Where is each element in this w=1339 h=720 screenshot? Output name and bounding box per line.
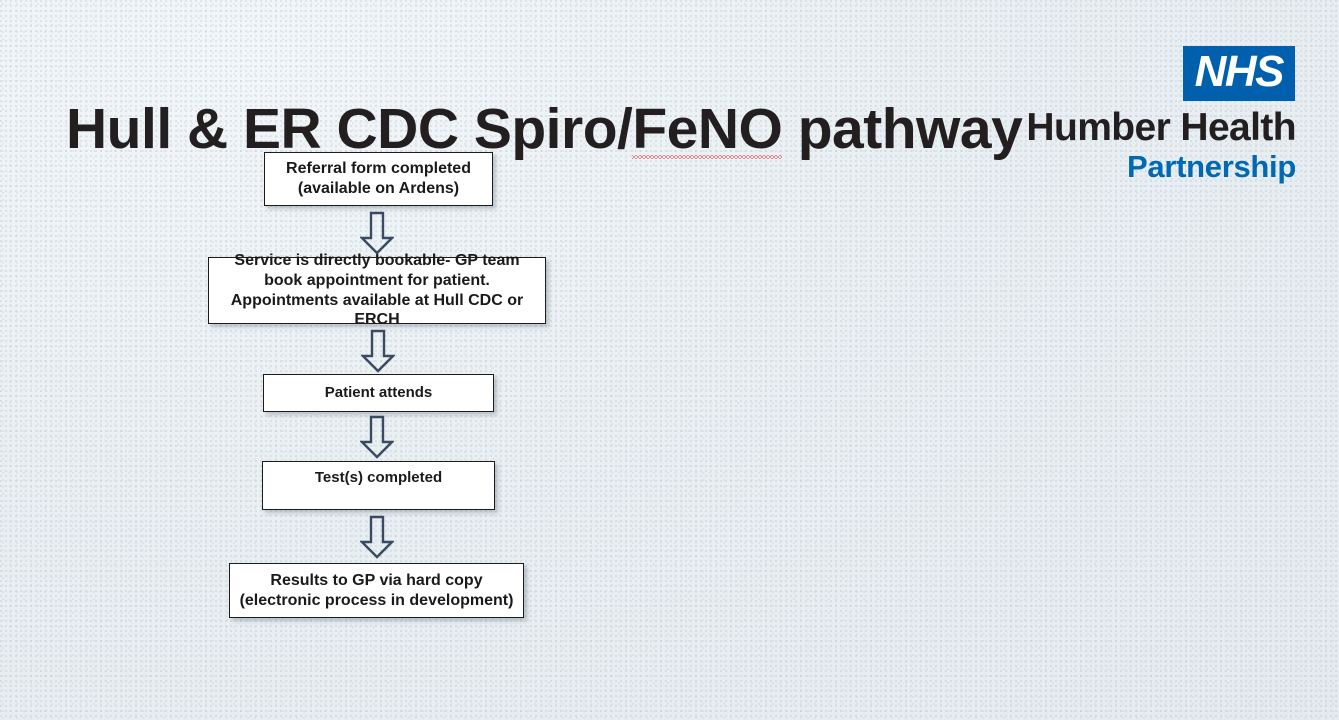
page-title: Hull & ER CDC Spiro/FeNO pathway (66, 97, 1023, 162)
page-title-prefix: Hull & ER CDC Spiro/ (66, 97, 633, 162)
flow-step-patient-attends: Patient attends (263, 374, 494, 412)
down-block-arrow-icon (361, 329, 395, 373)
down-block-arrow-icon (360, 515, 394, 559)
flow-step-referral-form: Referral form completed (available on Ar… (264, 152, 493, 206)
nhs-humber-health-partnership-logo: NHS Humber Health Partnership (1006, 46, 1297, 184)
nhs-logo-box: NHS (1182, 46, 1295, 101)
logo-partnership-label: Partnership (1127, 148, 1296, 184)
down-block-arrow-icon (360, 415, 394, 459)
flow-step-label: Service is directly bookable- GP team bo… (230, 252, 524, 329)
page-title-misspelled-word: FeNO (632, 97, 783, 162)
flow-step-label: Referral form completed (available on Ar… (286, 160, 471, 197)
flow-step-label: Results to GP via hard copy (electronic … (239, 571, 514, 609)
flow-step-label: Test(s) completed (314, 469, 443, 486)
logo-organisation-name: Humber Health (1026, 105, 1296, 149)
page-title-suffix: pathway (782, 97, 1023, 162)
nhs-wordmark: NHS (1194, 47, 1285, 96)
flow-step-service-bookable: Service is directly bookable- GP team bo… (208, 252, 546, 328)
down-block-arrow-icon (360, 211, 394, 255)
flow-step-label: Patient attends (324, 383, 433, 401)
flow-step-tests-completed: Test(s) completed (262, 461, 495, 510)
flow-step-results-to-gp: Results to GP via hard copy (electronic … (229, 563, 524, 618)
